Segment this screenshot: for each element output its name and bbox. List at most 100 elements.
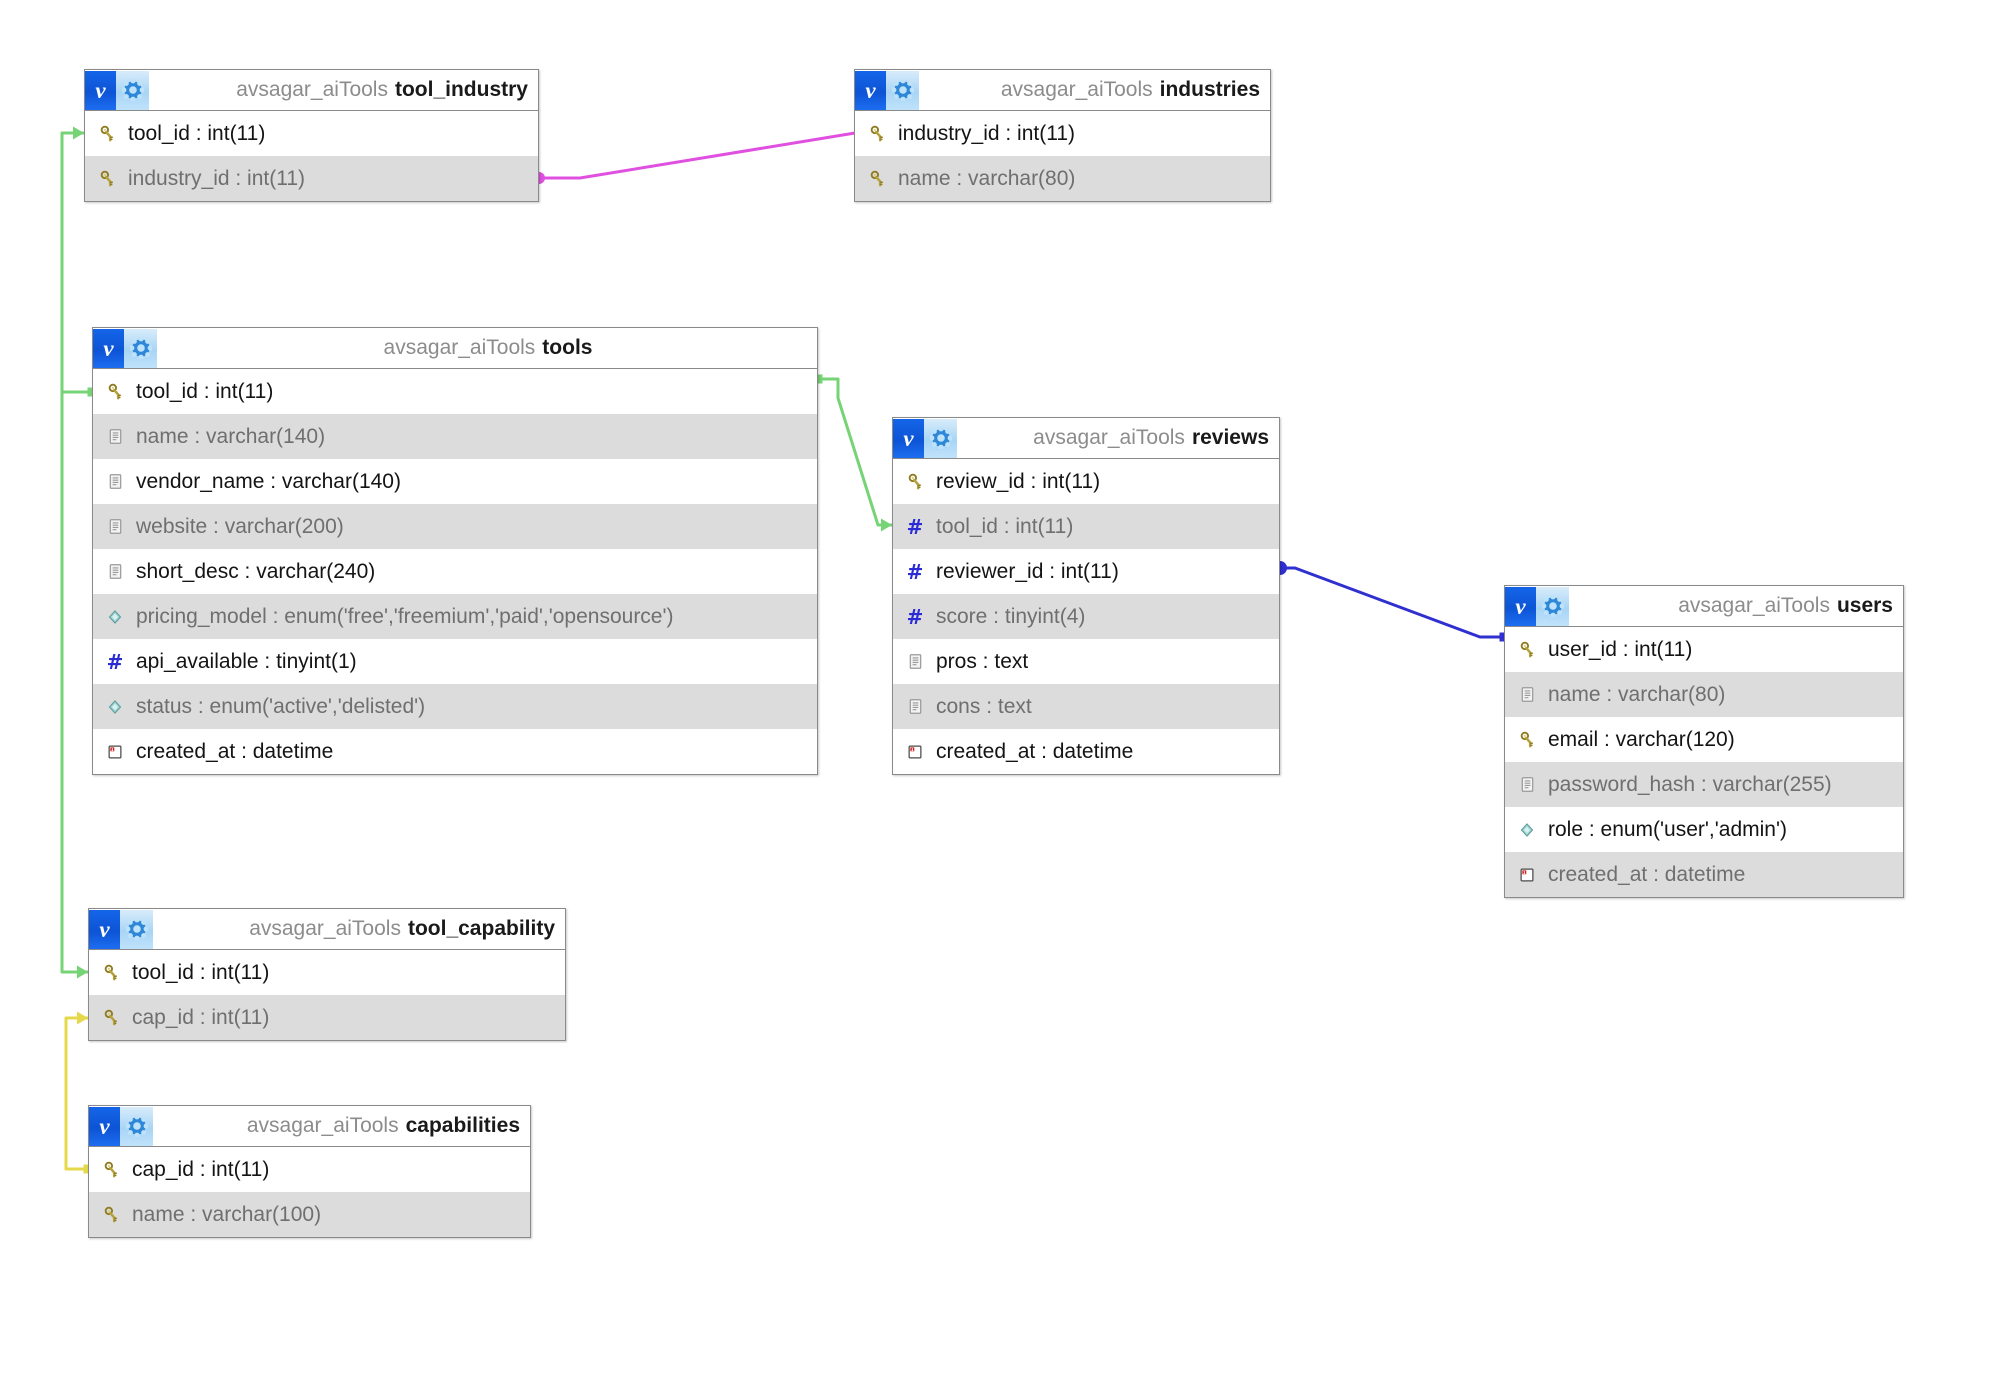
column-row[interactable]: # reviewer_id : int(11) xyxy=(893,549,1279,594)
column-row[interactable]: password_hash : varchar(255) xyxy=(1505,762,1903,807)
link-endpoint-arrow xyxy=(77,965,88,979)
column-row[interactable]: user_id : int(11) xyxy=(1505,627,1903,672)
numeric-column-icon: # xyxy=(906,559,924,584)
relationship-tool_industry-industries[interactable] xyxy=(533,126,872,185)
column-row[interactable]: created_at : datetime xyxy=(893,729,1279,774)
column-row[interactable]: pros : text xyxy=(893,639,1279,684)
column-row[interactable]: industry_id : int(11) xyxy=(855,111,1270,156)
column-row[interactable]: name : varchar(80) xyxy=(1505,672,1903,717)
entity-schema-name: avsagar_aiTools xyxy=(383,336,536,359)
key-icon xyxy=(1517,640,1537,660)
v-badge-icon: v xyxy=(89,1106,120,1146)
column-row[interactable]: cap_id : int(11) xyxy=(89,1147,530,1192)
entity-title: avsagar_aiTools tool_industry xyxy=(149,78,528,102)
column-label: tool_id : int(11) xyxy=(136,379,274,403)
column-label: name : varchar(80) xyxy=(898,166,1076,190)
column-row[interactable]: status : enum('active','delisted') xyxy=(93,684,817,729)
relationship-users-reviews[interactable] xyxy=(1273,561,1509,642)
column-row[interactable]: #tool_id : int(11) xyxy=(893,504,1279,549)
column-label: cap_id : int(11) xyxy=(132,1005,270,1029)
entity-schema-name: avsagar_aiTools xyxy=(249,917,401,940)
gear-icon[interactable] xyxy=(120,1106,153,1146)
gear-icon[interactable] xyxy=(116,70,149,110)
column-row[interactable]: #score : tinyint(4) xyxy=(893,594,1279,639)
column-row[interactable]: created_at : datetime xyxy=(1505,852,1903,897)
key-icon xyxy=(867,124,887,144)
link-endpoint-arrow xyxy=(881,518,892,532)
gear-icon[interactable] xyxy=(886,70,919,110)
key-icon xyxy=(905,472,925,492)
key-icon xyxy=(97,124,117,144)
gear-icon[interactable] xyxy=(1536,586,1569,626)
column-row[interactable]: tool_id : int(11) xyxy=(89,950,565,995)
column-row[interactable]: cap_id : int(11) xyxy=(89,995,565,1040)
column-row[interactable]: role : enum('user','admin') xyxy=(1505,807,1903,852)
entity-table-name: tool_industry xyxy=(394,78,528,101)
key-icon xyxy=(867,169,887,189)
column-row[interactable]: website : varchar(200) xyxy=(93,504,817,549)
key-icon xyxy=(101,963,121,983)
column-row[interactable]: email : varchar(120) xyxy=(1505,717,1903,762)
link-endpoint-arrow xyxy=(77,1011,88,1025)
text-column-icon xyxy=(105,562,125,582)
column-row[interactable]: name : varchar(80) xyxy=(855,156,1270,201)
text-column-icon xyxy=(105,517,125,537)
column-row[interactable]: #api_available : tinyint(1) xyxy=(93,639,817,684)
key-icon xyxy=(101,1008,121,1028)
text-column-icon xyxy=(105,472,125,492)
column-label: reviewer_id : int(11) xyxy=(936,559,1119,583)
relationship-tools-reviews[interactable] xyxy=(813,374,894,532)
column-row[interactable]: tool_id : int(11) xyxy=(93,369,817,414)
column-label: industry_id : int(11) xyxy=(898,121,1076,145)
column-label: name : varchar(140) xyxy=(136,424,326,448)
column-label: short_desc : varchar(240) xyxy=(136,559,376,583)
gear-icon[interactable] xyxy=(120,909,153,949)
column-row[interactable]: tool_id : int(11) xyxy=(85,111,538,156)
v-badge-icon: v xyxy=(893,418,924,458)
entity-table-name: reviews xyxy=(1191,426,1269,449)
column-label: cap_id : int(11) xyxy=(132,1157,270,1181)
column-row[interactable]: industry_id : int(11) xyxy=(85,156,538,201)
entity-schema-name: avsagar_aiTools xyxy=(236,78,388,101)
column-row[interactable]: name : varchar(100) xyxy=(89,1192,530,1237)
column-row[interactable]: pricing_model : enum('free','freemium','… xyxy=(93,594,817,639)
column-row[interactable]: review_id : int(11) xyxy=(893,459,1279,504)
entity-schema-name: avsagar_aiTools xyxy=(1678,594,1830,617)
column-label: role : enum('user','admin') xyxy=(1548,817,1787,841)
column-row[interactable]: short_desc : varchar(240) xyxy=(93,549,817,594)
column-label: email : varchar(120) xyxy=(1548,727,1735,751)
entity-schema-name: avsagar_aiTools xyxy=(1000,78,1153,101)
enum-column-icon xyxy=(1517,820,1537,840)
column-row[interactable]: cons : text xyxy=(893,684,1279,729)
column-row[interactable]: name : varchar(140) xyxy=(93,414,817,459)
column-row[interactable]: created_at : datetime xyxy=(93,729,817,774)
column-label: name : varchar(80) xyxy=(1548,682,1726,706)
gear-icon[interactable] xyxy=(924,418,957,458)
v-badge-icon: v xyxy=(93,328,124,368)
gear-icon[interactable] xyxy=(124,328,157,368)
column-label: created_at : datetime xyxy=(1548,862,1746,886)
entity-table-name: capabilities xyxy=(405,1114,520,1137)
v-badge-icon: v xyxy=(89,909,120,949)
numeric-column-icon: # xyxy=(106,649,124,674)
column-row[interactable]: vendor_name : varchar(140) xyxy=(93,459,817,504)
v-badge-icon: v xyxy=(855,70,886,110)
